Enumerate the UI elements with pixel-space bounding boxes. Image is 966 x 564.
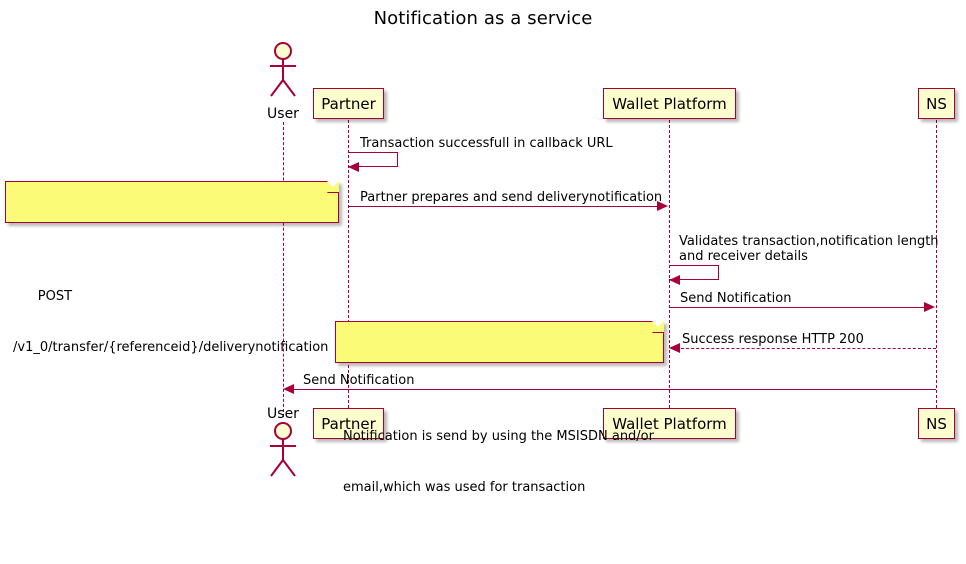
arrow-head-partner-prepares	[657, 201, 668, 211]
note-post-endpoint: POST /v1_0/transfer/{referenceid}/delive…	[5, 181, 339, 355]
participant-box-ns-bottom[interactable]: NS	[918, 408, 955, 439]
participant-box-wallet-platform-top[interactable]: Wallet Platform	[603, 88, 736, 119]
message-line-success-response	[676, 348, 936, 349]
sequence-diagram-canvas: Notification as a service User Partner W…	[5, 8, 955, 495]
participant-label-partner-bottom: Partner	[321, 414, 376, 433]
message-label-transaction-successfull: Transaction successfull in callback URL	[360, 136, 613, 151]
message-label-validates-line1: Validates transaction,notification lengt…	[679, 234, 939, 249]
participant-box-partner-bottom[interactable]: Partner	[313, 408, 384, 439]
message-label-send-notification-ns: Send Notification	[680, 291, 792, 306]
participant-label-user-bottom: User	[267, 406, 299, 422]
lifeline-partner	[348, 120, 349, 408]
arrow-head-send-notification-ns	[924, 302, 935, 312]
avatar-user-bottom	[265, 420, 301, 477]
participant-label-user-top: User	[267, 106, 299, 122]
message-label-success-response: Success response HTTP 200	[682, 332, 864, 347]
participant-label-partner-top: Partner	[321, 94, 376, 113]
self-message-loop-wallet-platform	[669, 265, 719, 280]
participant-label-wallet-platform-bottom: Wallet Platform	[612, 414, 727, 433]
lifeline-wallet-platform	[669, 120, 670, 408]
message-label-validates-transaction: Validates transaction,notification lengt…	[679, 234, 939, 264]
arrow-head-transaction-successfull	[348, 162, 359, 172]
arrow-head-validates-transaction	[669, 275, 680, 285]
note-msisdn-line1: Notification is send by using the MSISDN…	[343, 429, 654, 444]
page-title: Notification as a service	[373, 8, 593, 29]
note-msisdn-email: Notification is send by using the MSISDN…	[335, 321, 664, 495]
participant-box-ns-top[interactable]: NS	[918, 88, 955, 119]
note-msisdn-line2: email,which was used for transaction	[343, 480, 586, 495]
participant-box-partner-top[interactable]: Partner	[313, 88, 384, 119]
lifeline-user	[283, 122, 284, 417]
avatar-user-top	[265, 40, 301, 97]
arrow-head-success-response	[669, 343, 680, 353]
lifeline-ns	[936, 120, 937, 408]
self-message-loop-partner	[348, 152, 398, 167]
participant-label-ns-top: NS	[926, 94, 947, 113]
participant-box-wallet-platform-bottom[interactable]: Wallet Platform	[603, 408, 736, 439]
message-label-send-notification-user: Send Notification	[303, 373, 415, 388]
note-post-line1: POST	[13, 289, 73, 304]
note-post-line2: /v1_0/transfer/{referenceid}/deliverynot…	[13, 340, 329, 355]
message-label-validates-line2: and receiver details	[679, 249, 808, 264]
arrow-head-send-notification-user	[283, 384, 294, 394]
participant-label-wallet-platform-top: Wallet Platform	[612, 94, 727, 113]
participant-label-ns-bottom: NS	[926, 414, 947, 433]
message-label-partner-prepares: Partner prepares and send deliverynotifi…	[360, 190, 663, 205]
message-line-partner-prepares	[348, 206, 658, 207]
message-line-send-notification-ns	[669, 307, 925, 308]
message-line-send-notification-user	[292, 389, 936, 390]
